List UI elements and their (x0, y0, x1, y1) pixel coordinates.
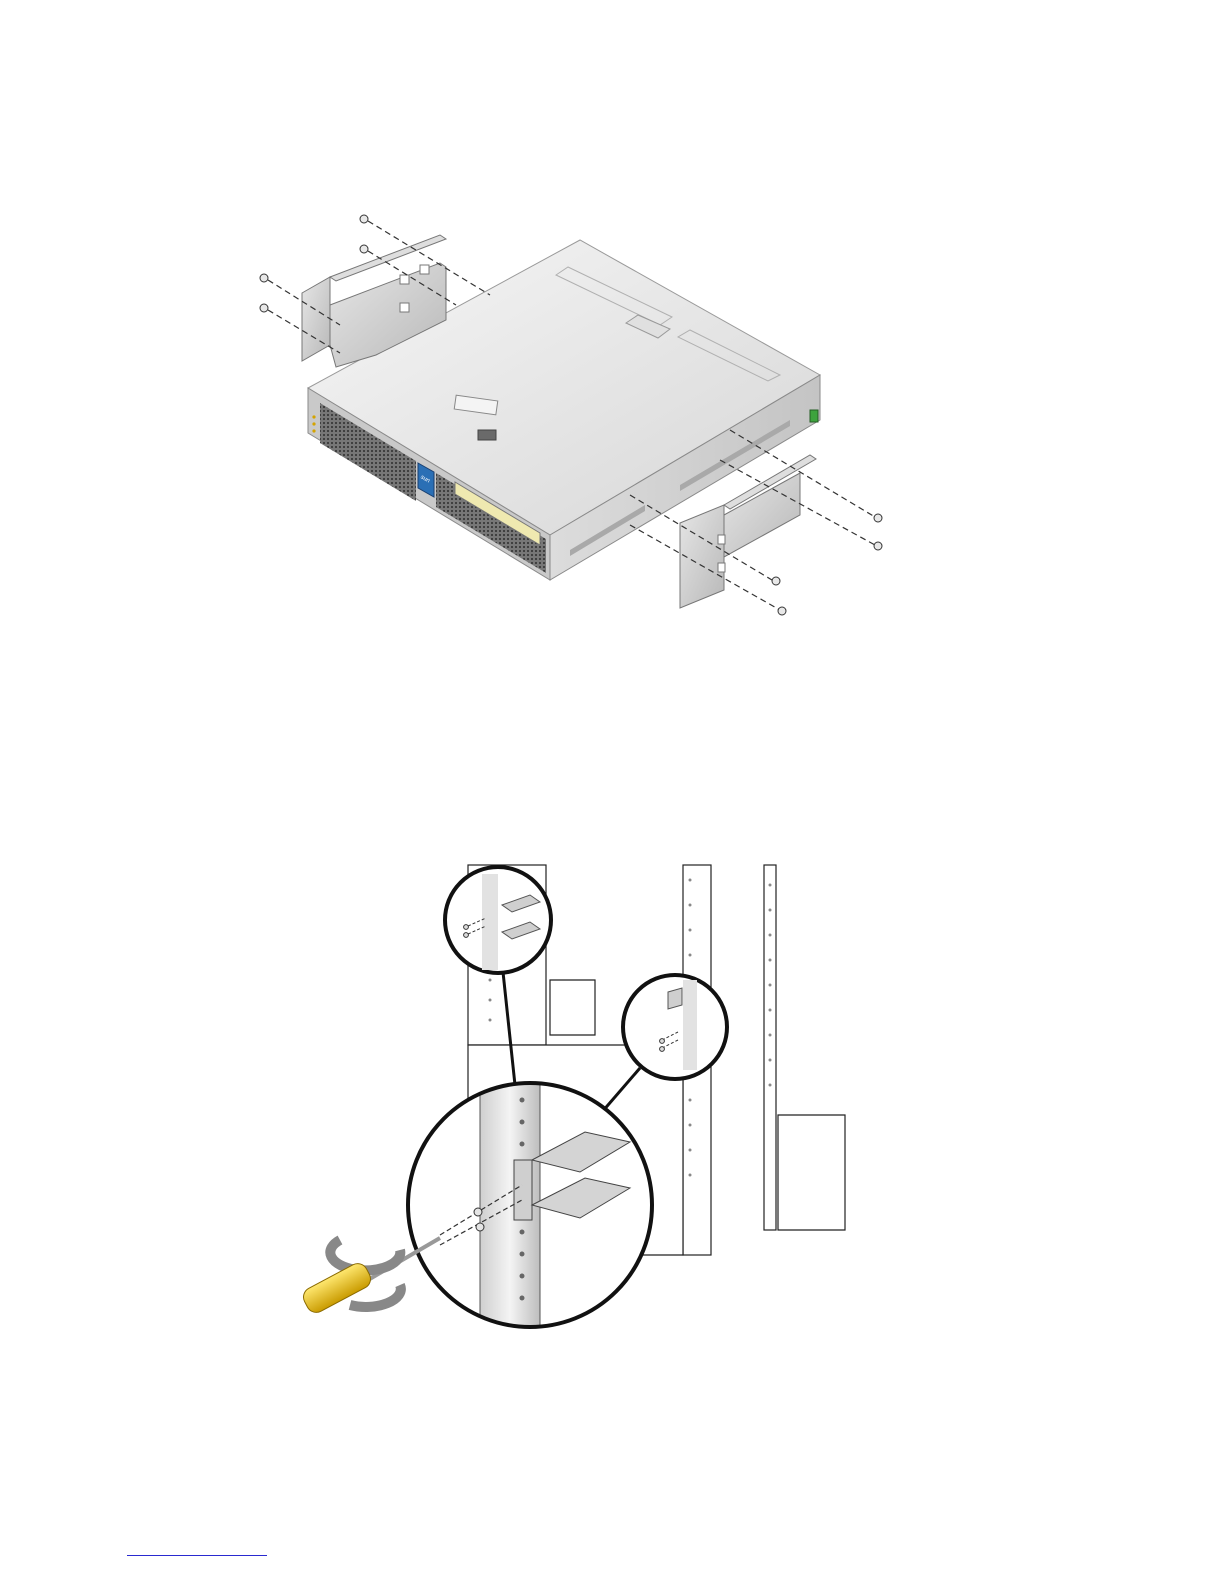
detail-circle-right (623, 975, 727, 1079)
power-connector (810, 410, 818, 422)
server-bracket-illustration: sun (250, 205, 900, 625)
footnote-rule (127, 1555, 267, 1556)
status-leds (312, 415, 315, 432)
screwdriver-icon (300, 1238, 440, 1316)
rack-install-illustration (290, 860, 860, 1335)
chassis-top-latch (478, 430, 496, 440)
detail-circle-upper-left (445, 867, 551, 973)
